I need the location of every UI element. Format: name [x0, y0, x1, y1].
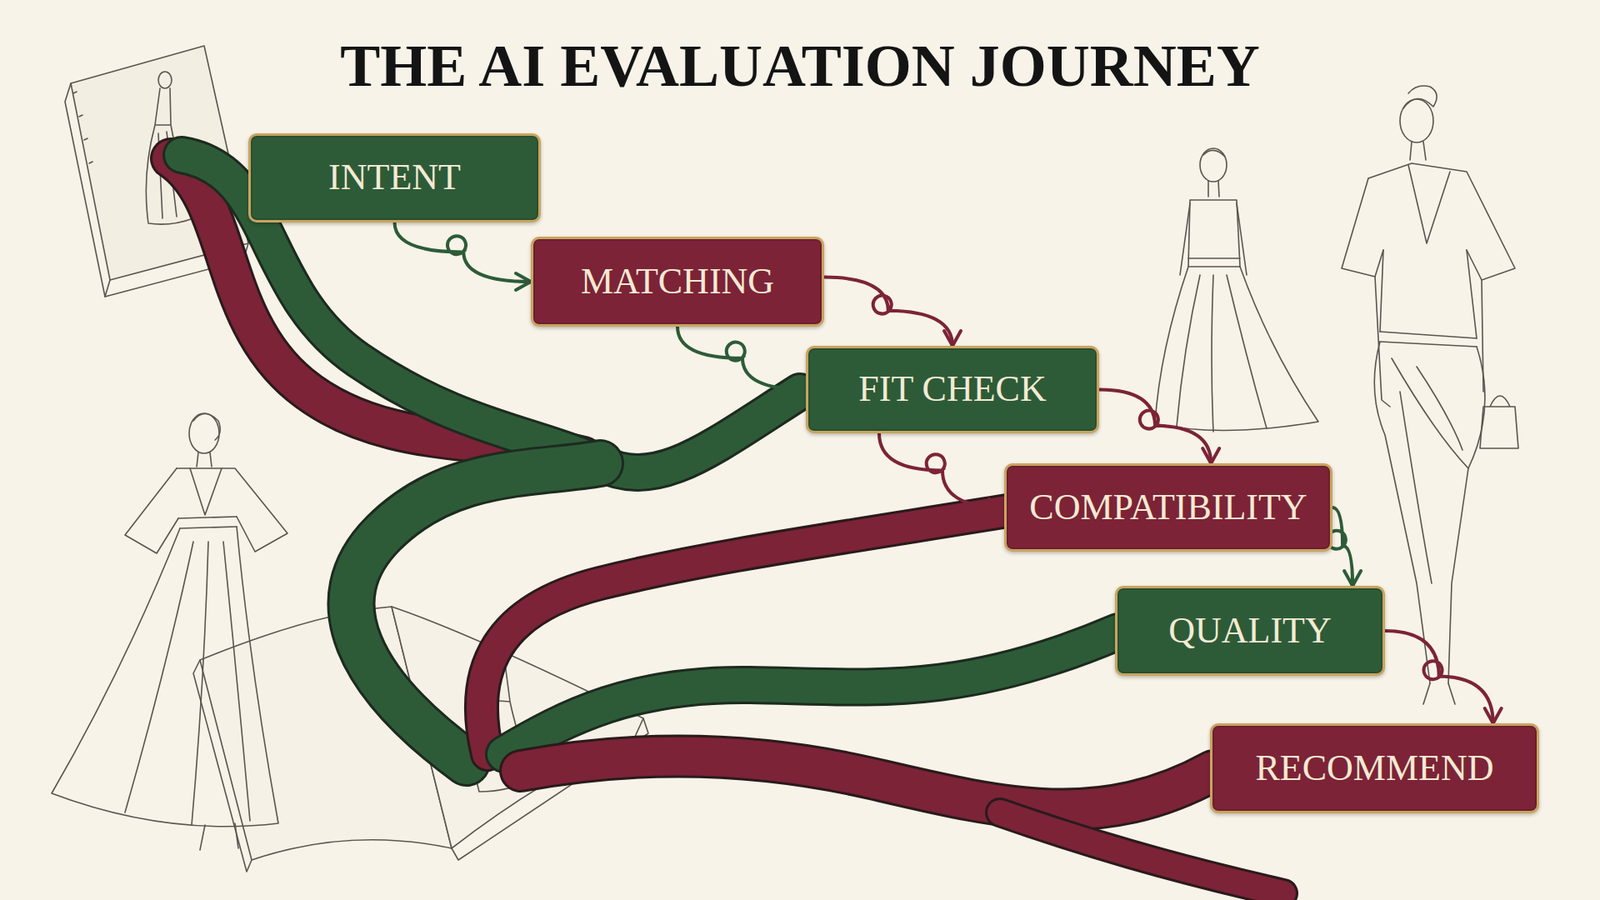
sketches [51, 45, 1519, 872]
curl-arrow [395, 222, 532, 290]
arrowhead [790, 381, 806, 399]
ribbon-green-quality [504, 631, 1119, 755]
arrowhead [1485, 708, 1502, 724]
connector-line [879, 433, 1005, 508]
connector-line [395, 222, 532, 282]
step-label: QUALITY [1168, 610, 1332, 651]
arrowhead [515, 273, 531, 290]
curl-arrow [879, 433, 1005, 516]
process-box: FIT CHECK [805, 345, 1100, 434]
connector-line [824, 277, 953, 346]
curl-arrow [1385, 630, 1502, 724]
curl-arrow [1099, 390, 1220, 465]
process-box: COMPATIBILITY [1004, 463, 1333, 552]
diagram-title: THE AI EVALUATION JOURNEY [340, 32, 1260, 100]
curl-arrow [677, 326, 806, 399]
arrowhead [989, 499, 1005, 516]
step-label: MATCHING [580, 261, 775, 302]
ribbon-red-recommend [520, 755, 1284, 894]
connector-line [1385, 630, 1494, 724]
step-label: FIT CHECK [858, 369, 1046, 410]
arrowhead [1202, 448, 1220, 464]
title-bar: THE AI EVALUATION JOURNEY [0, 31, 1600, 101]
process-box: QUALITY [1115, 585, 1385, 676]
process-box: MATCHING [530, 236, 825, 327]
connector-line [677, 326, 806, 390]
arrowhead [1344, 570, 1361, 586]
figure-middle [1155, 148, 1319, 432]
process-box: INTENT [248, 133, 541, 223]
step-label: INTENT [328, 157, 461, 198]
step-label: COMPATIBILITY [1029, 487, 1307, 528]
process-box: RECOMMEND [1210, 723, 1540, 814]
connector-line [1099, 390, 1211, 465]
arrowhead [944, 330, 961, 346]
curl-arrow [824, 277, 961, 346]
figure-left [51, 413, 288, 850]
step-label: RECOMMEND [1255, 748, 1494, 789]
